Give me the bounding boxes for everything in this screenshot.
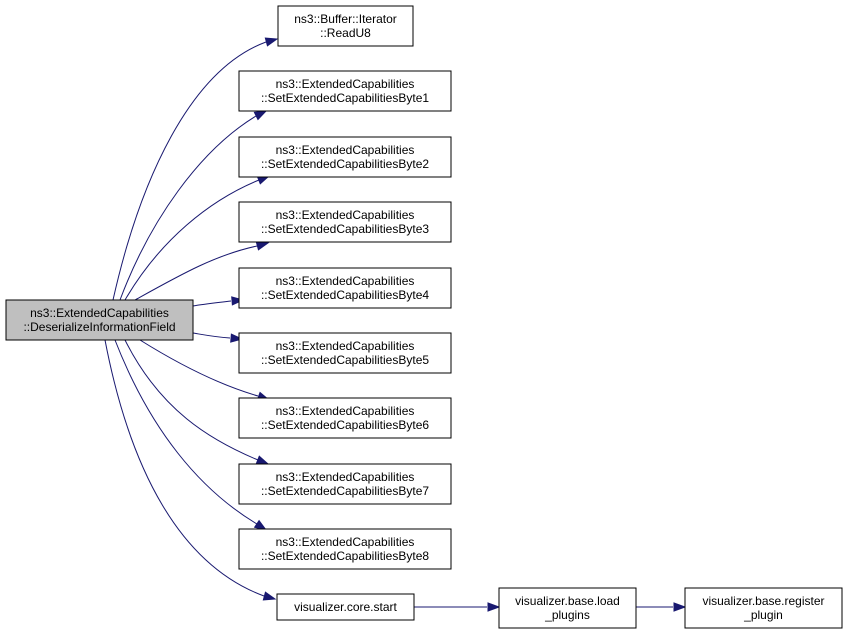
node-label-line: ::SetExtendedCapabilitiesByte5 — [261, 353, 429, 367]
edge-line — [134, 245, 258, 301]
node-label-line: visualizer.core.start — [294, 600, 397, 614]
arrowhead-icon — [231, 296, 245, 306]
node-box — [276, 593, 415, 621]
node-box — [277, 5, 414, 47]
arrowhead-icon — [487, 602, 501, 612]
node-label-line: ::SetExtendedCapabilitiesByte8 — [261, 549, 429, 563]
node-set-byte8[interactable]: ns3::ExtendedCapabilities::SetExtendedCa… — [238, 528, 452, 570]
node-label-line: ::SetExtendedCapabilitiesByte2 — [261, 157, 429, 171]
node-label-line: visualizer.base.load — [515, 594, 620, 608]
node-root[interactable]: ns3::ExtendedCapabilities::DeserializeIn… — [5, 299, 194, 341]
arrowhead-icon — [673, 602, 687, 612]
node-set-byte2[interactable]: ns3::ExtendedCapabilities::SetExtendedCa… — [238, 136, 452, 178]
node-box — [238, 136, 452, 178]
node-set-byte7[interactable]: ns3::ExtendedCapabilities::SetExtendedCa… — [238, 463, 452, 505]
edge-line — [124, 339, 259, 461]
node-core-start[interactable]: visualizer.core.start — [276, 593, 415, 621]
arrowhead-icon — [264, 37, 279, 47]
node-label-line: ns3::ExtendedCapabilities — [276, 404, 415, 418]
edges-layer — [104, 37, 687, 612]
edge-root-to-core_start — [104, 339, 277, 601]
node-label-line: _plugins — [544, 608, 590, 622]
arrowhead-icon — [230, 333, 244, 343]
node-label-line: ::SetExtendedCapabilitiesByte4 — [261, 288, 429, 302]
edge-line — [192, 300, 232, 307]
edge-line — [192, 332, 231, 339]
arrowhead-icon — [262, 591, 277, 601]
node-box — [238, 463, 452, 505]
node-set-byte1[interactable]: ns3::ExtendedCapabilities::SetExtendedCa… — [238, 70, 452, 112]
edge-root-to-set_byte1 — [119, 110, 268, 301]
edge-line — [114, 339, 258, 525]
node-box — [238, 201, 452, 243]
node-label-line: ::ReadU8 — [320, 26, 371, 40]
node-label-line: ::SetExtendedCapabilitiesByte7 — [261, 484, 429, 498]
node-label-line: ::SetExtendedCapabilitiesByte3 — [261, 222, 429, 236]
edge-root-to-set_byte3 — [134, 241, 270, 301]
node-label-line: ::SetExtendedCapabilitiesByte6 — [261, 418, 429, 432]
node-box — [238, 70, 452, 112]
node-box — [5, 299, 194, 341]
node-box — [498, 587, 637, 629]
node-set-byte4[interactable]: ns3::ExtendedCapabilities::SetExtendedCa… — [238, 267, 452, 309]
edge-load_plugins-to-register_plugin — [636, 602, 687, 612]
edge-line — [104, 339, 265, 597]
arrowhead-icon — [255, 455, 270, 465]
node-label-line: ns3::ExtendedCapabilities — [276, 208, 415, 222]
node-box — [238, 332, 452, 374]
node-label-line: ::SetExtendedCapabilitiesByte1 — [261, 91, 429, 105]
node-set-byte6[interactable]: ns3::ExtendedCapabilities::SetExtendedCa… — [238, 397, 452, 439]
node-set-byte5[interactable]: ns3::ExtendedCapabilities::SetExtendedCa… — [238, 332, 452, 374]
node-box — [238, 267, 452, 309]
node-label-line: visualizer.base.register — [702, 594, 824, 608]
node-label-line: ns3::ExtendedCapabilities — [30, 306, 169, 320]
node-label-line: ns3::ExtendedCapabilities — [276, 339, 415, 353]
nodes-layer: ns3::ExtendedCapabilities::DeserializeIn… — [5, 5, 843, 629]
node-box — [684, 587, 843, 629]
arrowhead-icon — [253, 110, 268, 121]
edge-root-to-set_byte5 — [192, 332, 244, 343]
node-label-line: ns3::ExtendedCapabilities — [276, 470, 415, 484]
node-label-line: ns3::ExtendedCapabilities — [276, 274, 415, 288]
edge-line — [119, 115, 257, 301]
node-label-line: _plugin — [743, 608, 783, 622]
node-register-plugin[interactable]: visualizer.base.register_plugin — [684, 587, 843, 629]
node-load-plugins[interactable]: visualizer.base.load_plugins — [498, 587, 637, 629]
edge-root-to-set_byte4 — [192, 296, 245, 307]
node-label-line: ns3::ExtendedCapabilities — [276, 143, 415, 157]
node-label-line: ns3::ExtendedCapabilities — [276, 535, 415, 549]
node-set-byte3[interactable]: ns3::ExtendedCapabilities::SetExtendedCa… — [238, 201, 452, 243]
node-read-u8[interactable]: ns3::Buffer::Iterator::ReadU8 — [277, 5, 414, 47]
edge-line — [124, 179, 260, 301]
node-box — [238, 397, 452, 439]
node-box — [238, 528, 452, 570]
arrowhead-icon — [255, 241, 270, 251]
node-label-line: ns3::ExtendedCapabilities — [276, 77, 415, 91]
node-label-line: ::DeserializeInformationField — [23, 320, 175, 334]
node-label-line: ns3::Buffer::Iterator — [294, 12, 397, 26]
edge-line — [139, 339, 259, 397]
edge-line — [112, 41, 267, 301]
edge-core_start-to-load_plugins — [414, 602, 501, 612]
edge-root-to-read_u8 — [112, 37, 279, 301]
